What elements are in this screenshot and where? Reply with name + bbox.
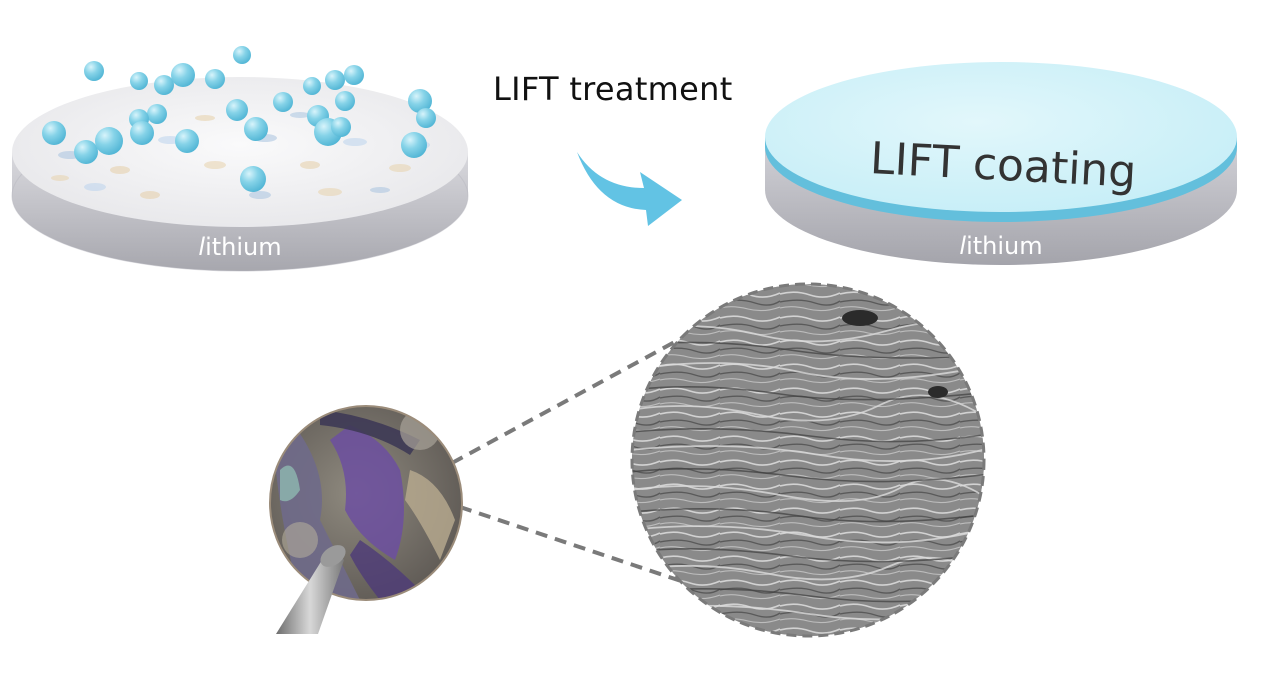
tweezer-tip [276, 545, 346, 634]
left-lithium-disc: lithium [11, 46, 469, 272]
coating-layer [765, 62, 1237, 212]
left-disc-lithium-label: lithium [198, 233, 281, 261]
li-particles [42, 46, 436, 192]
right-lithium-disc: LIFT coating lithium [765, 62, 1237, 265]
process-arrow [577, 152, 682, 226]
lift-treatment-label: LIFT treatment [493, 70, 733, 108]
right-disc-lithium-label: lithium [959, 232, 1042, 260]
zoom-lines [451, 336, 688, 585]
lithium-foil-photo [269, 405, 463, 634]
sem-micrograph [630, 282, 986, 638]
